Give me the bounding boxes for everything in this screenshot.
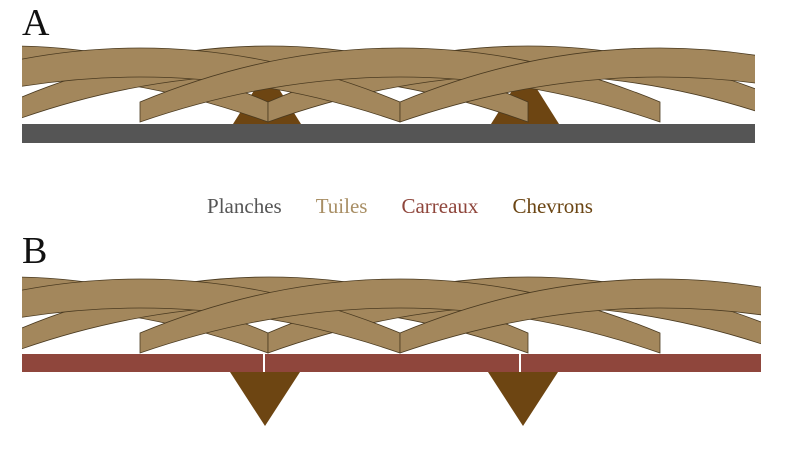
panel-b-graphic [22,276,761,426]
panel-label-a: A [22,2,50,44]
tiles-group [22,45,755,123]
legend-item-chevrons: Chevrons [512,194,593,218]
legend-item-planches: Planches [207,194,282,218]
tiles-group [22,276,761,354]
chevrons-group [230,372,558,426]
tile-arc [399,278,761,354]
legend: Planches Tuiles Carreaux Chevrons [0,194,800,218]
panel-label-b: B [22,230,48,272]
legend-item-carreaux: Carreaux [401,194,479,218]
plank-board [22,124,755,143]
carreau-tile [521,354,761,372]
carreau-tile [265,354,519,372]
legend-item-tuiles: Tuiles [315,194,368,218]
panel-a-graphic [22,45,755,143]
chevron-triangle [230,372,300,426]
tile-arc [399,47,755,123]
carreaux-row [22,354,761,372]
carreau-tile [22,354,263,372]
chevron-triangle [488,372,558,426]
